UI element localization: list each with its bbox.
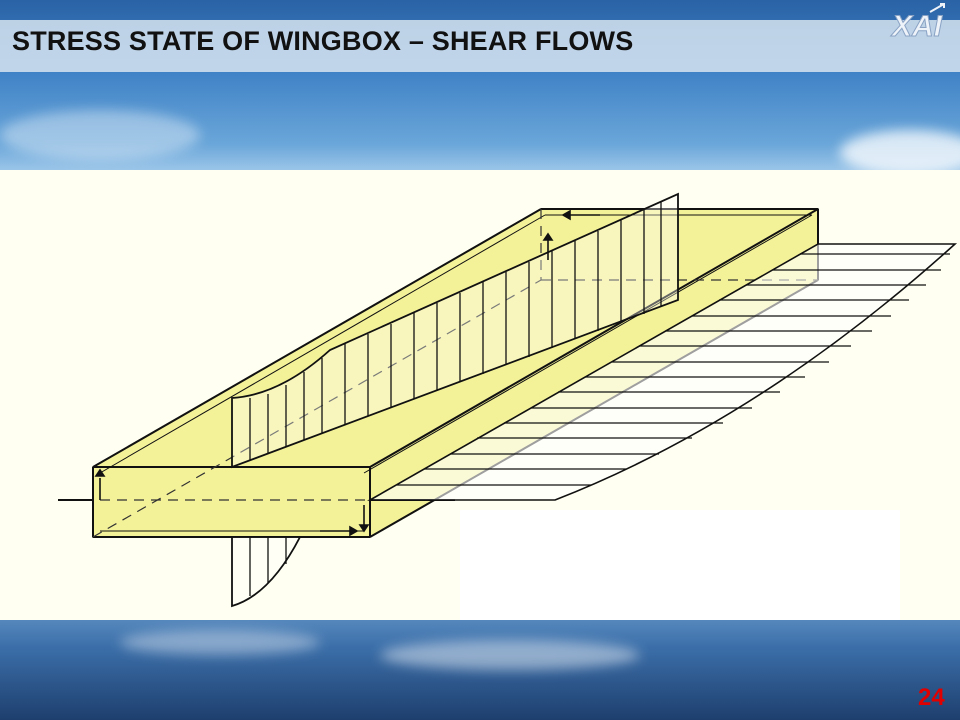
page-number: 24 [918, 684, 945, 711]
cloud [120, 630, 320, 655]
shear-flow-vertical-upper-hatch [249, 202, 662, 460]
logo-text: XAI [890, 10, 943, 43]
shear-flow-vertical-upper [231, 192, 679, 469]
flow-arrows [94, 209, 600, 537]
shear-flow-vertical-lower-hatch [249, 537, 287, 596]
shear-flow-horizontal-hatch [397, 253, 950, 486]
cloud [380, 640, 640, 670]
university-logo-icon: XAI [889, 3, 945, 44]
title-bar [0, 20, 960, 72]
wingbox-shear-flow-diagram [58, 192, 958, 620]
cloud [840, 130, 960, 175]
slide-title: STRESS STATE OF WINGBOX – SHEAR FLOWS [12, 26, 634, 56]
shear-flow-horizontal [366, 243, 958, 501]
cloud [0, 110, 200, 160]
shear-flow-vertical-lower [231, 536, 302, 608]
